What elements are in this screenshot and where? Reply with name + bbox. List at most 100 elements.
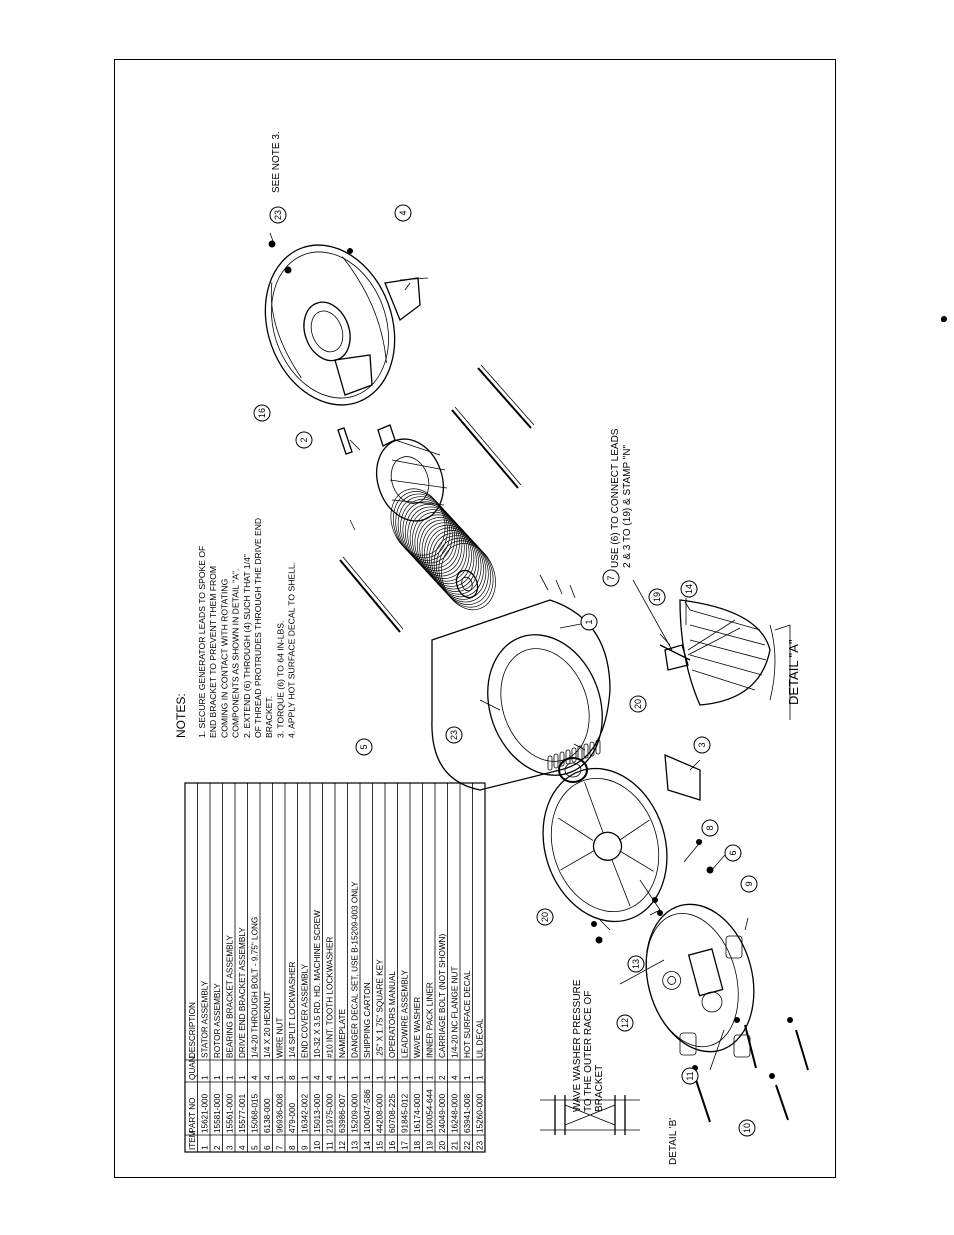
- detail-a: [659, 599, 791, 720]
- wave-washer: [558, 757, 588, 783]
- callout-number: 16: [257, 408, 267, 418]
- callout-bubble: 9: [740, 875, 758, 893]
- note-line: COMING IN CONTACT WITH ROTATING: [219, 578, 229, 738]
- table-cell-part_no: 100054-644: [426, 1089, 435, 1133]
- table-cell-part_no: 21975-000: [326, 1093, 335, 1133]
- table-cell-description: 1/4 X 20 HEXNUT: [263, 992, 272, 1058]
- table-cell-description: SHIPPING CARTON: [363, 982, 372, 1058]
- callout-bubble: 2: [295, 431, 313, 449]
- callout-number: 23: [273, 210, 283, 220]
- receptacle-outlets: [679, 935, 751, 1058]
- hardware-nuts-top: [268, 240, 947, 322]
- drive-end-foot-bottom: [334, 354, 373, 396]
- table-cell-quan: 1: [476, 1075, 485, 1080]
- callout-bubble: 20: [629, 695, 647, 713]
- wave-washer-line-1: WAVE WASHER PRESSURE: [572, 979, 583, 1112]
- table-header-item: ITEM: [188, 1130, 197, 1150]
- table-cell-quan: 1: [401, 1075, 410, 1080]
- table-cell-description: HOT SURFACE DECAL: [463, 970, 472, 1058]
- table-cell-quan: 1: [426, 1075, 435, 1080]
- table-cell-description: UL DECAL: [476, 1018, 485, 1058]
- table-cell-quan: 1: [351, 1075, 360, 1080]
- callout-number: 20: [633, 699, 643, 709]
- callout-bubble: 10: [738, 1119, 756, 1137]
- use-leads-line-2: 2 & 3 TO (19) & STAMP "N": [622, 444, 633, 568]
- callout-bubble: 7: [602, 569, 620, 587]
- table-cell-item: 14: [363, 1140, 372, 1150]
- table-cell-item: 7: [276, 1145, 285, 1150]
- table-cell-description: 10-32 X 3.5 RD. HD. MACHINE SCREW: [313, 910, 322, 1058]
- callout-number: 19: [652, 592, 662, 602]
- table-cell-part_no: 15577-001: [238, 1093, 247, 1133]
- notes-title: NOTES:: [174, 693, 188, 738]
- callout-number: 5: [359, 744, 369, 749]
- table-cell-quan: 4: [451, 1075, 460, 1080]
- note-line: OF THREAD PROTRUDES THROUGH THE DRIVE EN…: [253, 518, 263, 738]
- table-cell-item: 2: [213, 1145, 222, 1150]
- table-cell-item: 15: [376, 1140, 385, 1150]
- callout-bubble: 5: [355, 738, 373, 756]
- callout-bubble: 16: [253, 404, 271, 422]
- table-cell-item: 20: [438, 1140, 447, 1150]
- note-line: 1. SECURE GENERATOR LEADS TO SPOKE OF: [197, 546, 207, 738]
- callout-bubble: 4: [394, 204, 412, 222]
- table-cell-description: .25" X 1.75" SQUARE KEY: [376, 959, 385, 1058]
- callout-number: 11: [685, 1071, 695, 1080]
- notes-block: NOTES: 1. SECURE GENERATOR LEADS TO SPOK…: [174, 518, 297, 738]
- stator-slots: [547, 739, 601, 771]
- table-cell-part_no: 6138-000: [263, 1098, 272, 1133]
- table-cell-part_no: 16174-000: [413, 1093, 422, 1133]
- callout-number: 3: [697, 742, 707, 747]
- callout-bubble: 12: [616, 1014, 634, 1032]
- wave-washer-line-3: BRACKET: [594, 1065, 605, 1112]
- callout-bubble: 8: [701, 819, 719, 837]
- table-cell-description: END COVER ASSEMBLY: [301, 963, 310, 1058]
- callout-number: 13: [631, 959, 641, 969]
- table-cell-item: 11: [326, 1141, 335, 1150]
- table-cell-description: DRIVE END BRACKET ASSEMBLY: [238, 927, 247, 1058]
- table-cell-item: 6: [263, 1145, 272, 1150]
- table-cell-part_no: 91845-012: [401, 1093, 410, 1133]
- table-cell-description: INNER PACK LINER: [426, 982, 435, 1058]
- table-cell-item: 22: [463, 1140, 472, 1150]
- machine-screws: [692, 1017, 809, 1123]
- table-cell-quan: 1: [238, 1075, 247, 1080]
- callout-number: 6: [728, 850, 738, 855]
- table-cell-item: 13: [351, 1140, 360, 1150]
- table-cell-description: ROTOR ASSEMBLY: [213, 983, 222, 1058]
- table-cell-description: CARRIAGE BOLT (NOT SHOWN): [438, 934, 447, 1058]
- table-cell-description: LEADWIRE ASSEMBLY: [401, 969, 410, 1058]
- drawing-border: [114, 59, 836, 1178]
- table-cell-description: WIRE NUT: [276, 1018, 285, 1058]
- table-cell-description: WAVE WASHER: [413, 997, 422, 1058]
- table-cell-item: 5: [251, 1145, 260, 1150]
- table-cell-part_no: 100047-586: [363, 1089, 372, 1133]
- callout-bubble: 23: [445, 726, 463, 744]
- table-cell-quan: 1: [213, 1075, 222, 1080]
- table-cell-item: 12: [338, 1140, 347, 1150]
- end-cover-assembly: [645, 903, 755, 1053]
- table-cell-quan: 4: [313, 1075, 322, 1080]
- callout-bubble: 6: [724, 844, 742, 862]
- note-line: 2. EXTEND (6) THROUGH (4) SUCH THAT 1/4": [242, 554, 252, 738]
- table-cell-part_no: 15561-000: [226, 1093, 235, 1133]
- table-cell-part_no: 15013-000: [313, 1093, 322, 1133]
- table-cell-quan: 1: [226, 1075, 235, 1080]
- rotor-laminations: [390, 488, 496, 611]
- table-cell-quan: 8: [288, 1075, 297, 1080]
- table-cell-quan: 1: [301, 1075, 310, 1080]
- callout-bubble: 20: [536, 908, 554, 926]
- bearing-bracket: [542, 767, 668, 923]
- callout-bubble: 11: [681, 1067, 699, 1085]
- callout-number: 9: [744, 881, 754, 886]
- table-cell-part_no: 15209-000: [351, 1093, 360, 1133]
- callout-number: 20: [540, 912, 550, 922]
- table-cell-item: 1: [201, 1145, 210, 1150]
- table-cell-part_no: 479-000: [288, 1103, 297, 1133]
- use-leads-line-1: USE (6) TO CONNECT LEADS: [610, 428, 621, 568]
- table-cell-item: 16: [388, 1140, 397, 1150]
- callout-bubble: 23: [269, 206, 287, 224]
